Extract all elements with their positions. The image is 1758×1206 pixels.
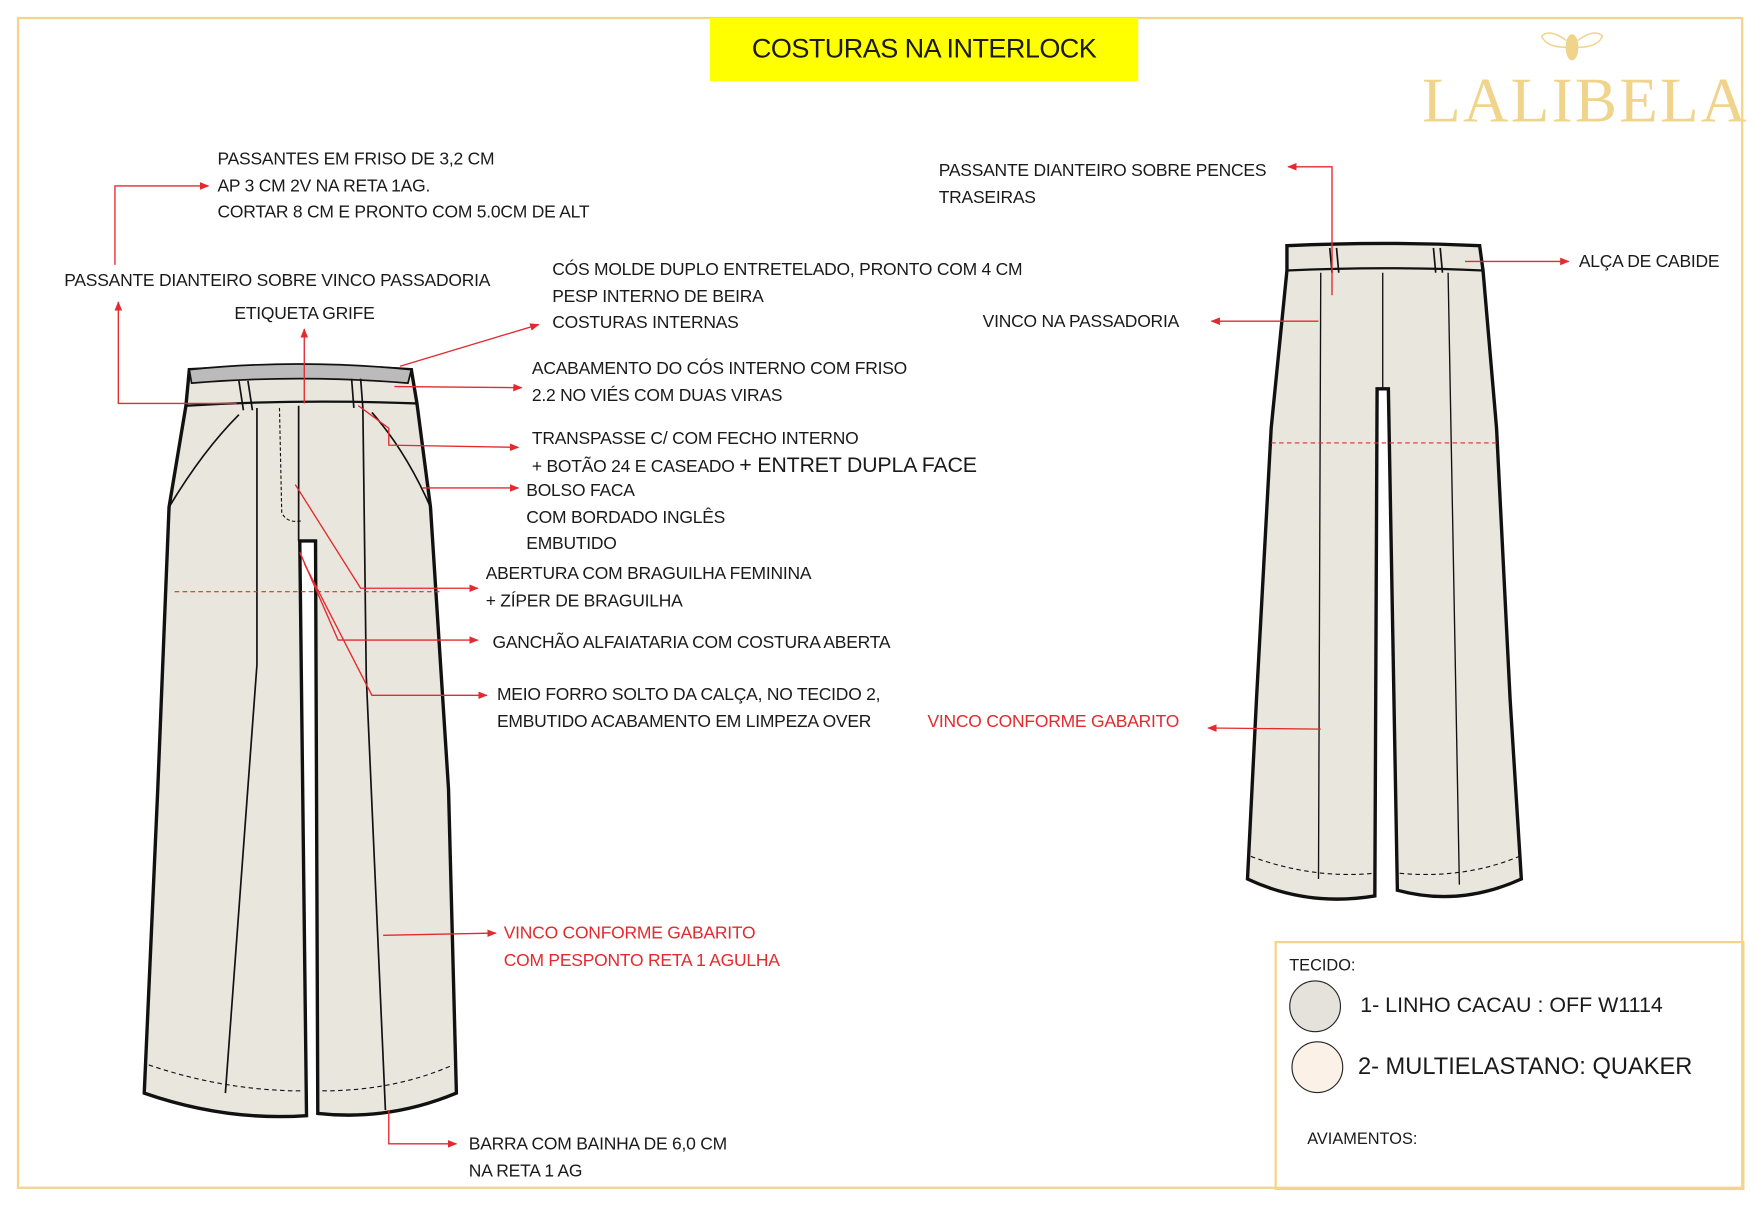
label-line: COM BORDADO INGLÊS: [526, 507, 726, 527]
fabric-item-2: 2- MULTIELASTANO: QUAKER: [1357, 1053, 1693, 1080]
back-pants-drawing: [1245, 241, 1524, 901]
label-line: COM PESPONTO RETA 1 AGULHA: [503, 950, 780, 970]
annotation-arrows: [114, 162, 1570, 1148]
label-line: NA RETA 1 AG: [468, 1161, 583, 1181]
label-line: PESP INTERNO DE BEIRA: [552, 286, 764, 306]
label-passante-dianteiro: PASSANTE DIANTEIRO SOBRE VINCO PASSADORI…: [64, 271, 491, 291]
fabric-swatch-1: [1289, 980, 1342, 1033]
label-line: EMBUTIDO: [526, 534, 617, 554]
label-vinco-passadoria: VINCO NA PASSADORIA: [982, 312, 1180, 332]
label-barra: BARRA COM BAINHA DE 6,0 CM NA RETA 1 AG: [469, 1131, 727, 1184]
label-line: + BOTÃO 24 E CASEADO: [531, 456, 735, 477]
label-line: BOLSO FACA: [526, 481, 635, 501]
label-line: + ZÍPER DE BRAGUILHA: [485, 591, 683, 611]
label-line: ABERTURA COM BRAGUILHA FEMININA: [485, 564, 812, 584]
label-cos: CÓS MOLDE DUPLO ENTRETELADO, PRONTO COM …: [552, 257, 1022, 336]
page-frame: [16, 16, 1744, 1189]
label-bolso: BOLSO FACA COM BORDADO INGLÊS EMBUTIDO: [526, 478, 725, 557]
fabric-swatch-2: [1291, 1041, 1344, 1094]
front-pants-drawing: [142, 363, 459, 1119]
label-line: ACABAMENTO DO CÓS INTERNO COM FRISO: [531, 359, 908, 379]
label-line: TRASEIRAS: [938, 187, 1036, 207]
label-vinco-front: VINCO CONFORME GABARITO COM PESPONTO RET…: [504, 921, 780, 974]
bee-icon: [1540, 32, 1604, 61]
fabric-heading: TECIDO:: [1289, 956, 1356, 975]
label-back-passante: PASSANTE DIANTEIRO SOBRE PENCES TRASEIRA…: [939, 158, 1267, 211]
label-line: AP 3 CM 2V NA RETA 1AG.: [217, 176, 431, 196]
label-line: VINCO CONFORME GABARITO: [503, 924, 756, 944]
trims-heading: AVIAMENTOS:: [1307, 1130, 1418, 1149]
label-line: TRANSPASSE C/ COM FECHO INTERNO: [531, 429, 859, 449]
label-line: PASSANTES EM FRISO DE 3,2 CM: [217, 149, 495, 170]
label-line: PASSANTE DIANTEIRO SOBRE PENCES: [938, 161, 1267, 181]
label-abertura: ABERTURA COM BRAGUILHA FEMININA + ZÍPER …: [486, 561, 812, 614]
label-line: + ENTRET DUPLA FACE: [739, 453, 977, 478]
label-ganchao: GANCHÃO ALFAIATARIA COM COSTURA ABERTA: [492, 633, 891, 653]
label-etiqueta: ETIQUETA GRIFE: [234, 304, 375, 324]
label-line: CORTAR 8 CM E PRONTO COM 5.0CM DE ALT: [217, 202, 590, 223]
label-vinco-back: VINCO CONFORME GABARITO: [927, 712, 1180, 732]
label-line: CÓS MOLDE DUPLO ENTRETELADO, PRONTO COM …: [552, 260, 1023, 280]
label-line: COSTURAS INTERNAS: [552, 313, 739, 333]
fabric-item-1: 1- LINHO CACAU : OFF W1114: [1360, 993, 1663, 1018]
label-line: MEIO FORRO SOLTO DA CALÇA, NO TECIDO 2,: [496, 685, 881, 705]
label-line: EMBUTIDO ACABAMENTO EM LIMPEZA OVER: [496, 711, 872, 731]
label-line: 2.2 NO VIÉS COM DUAS VIRAS: [531, 385, 783, 406]
label-passantes: PASSANTES EM FRISO DE 3,2 CM AP 3 CM 2V …: [217, 146, 589, 225]
label-acabamento: ACABAMENTO DO CÓS INTERNO COM FRISO 2.2 …: [532, 356, 907, 409]
label-line: BARRA COM BAINHA DE 6,0 CM: [468, 1134, 727, 1154]
fabric-legend: TECIDO: 1- LINHO CACAU : OFF W1114 2- MU…: [1274, 940, 1745, 1191]
label-alca: ALÇA DE CABIDE: [1578, 252, 1720, 272]
label-meio-forro: MEIO FORRO SOLTO DA CALÇA, NO TECIDO 2, …: [496, 682, 881, 735]
page-title: COSTURAS NA INTERLOCK: [709, 18, 1139, 82]
label-transpasse: TRANSPASSE C/ COM FECHO INTERNO + BOTÃO …: [532, 426, 977, 480]
brand-logo: LALIBELA: [1422, 66, 1749, 137]
